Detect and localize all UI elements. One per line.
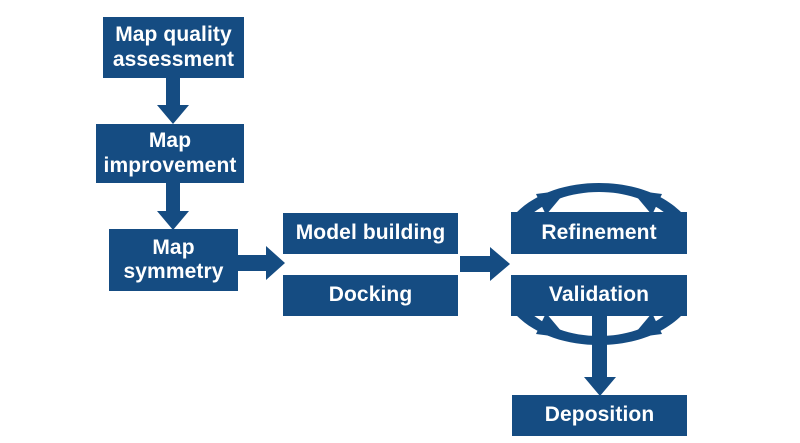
- arrow-building-to-refinement: [460, 247, 510, 281]
- arrow-symmetry-to-building: [238, 246, 285, 280]
- node-validation[interactable]: Validation: [511, 275, 687, 316]
- node-map-quality-assessment[interactable]: Map quality assessment: [103, 17, 244, 78]
- arrow-cycle-to-deposition: [584, 316, 616, 396]
- arrow-quality-to-improvement: [157, 78, 189, 124]
- node-label-deposition: Deposition: [544, 403, 655, 427]
- node-map-improvement[interactable]: Map improvement: [96, 124, 244, 183]
- arc-bottom-cycle: [516, 309, 682, 345]
- node-label-model-building: Model building: [295, 221, 446, 245]
- node-label-validation: Validation: [548, 283, 650, 307]
- node-map-symmetry[interactable]: Map symmetry: [109, 229, 238, 291]
- node-label-docking: Docking: [328, 283, 413, 307]
- arrow-improvement-to-symmetry: [157, 183, 189, 230]
- node-refinement[interactable]: Refinement: [511, 212, 687, 254]
- node-docking[interactable]: Docking: [283, 275, 458, 316]
- node-deposition[interactable]: Deposition: [512, 395, 687, 436]
- node-model-building[interactable]: Model building: [283, 213, 458, 254]
- node-label-map-symmetry: Map symmetry: [123, 235, 224, 283]
- node-label-refinement: Refinement: [541, 220, 657, 244]
- node-label-map-quality-assessment: Map quality assessment: [112, 23, 235, 71]
- arc-top-cycle: [516, 183, 682, 219]
- node-label-map-improvement: Map improvement: [103, 129, 237, 177]
